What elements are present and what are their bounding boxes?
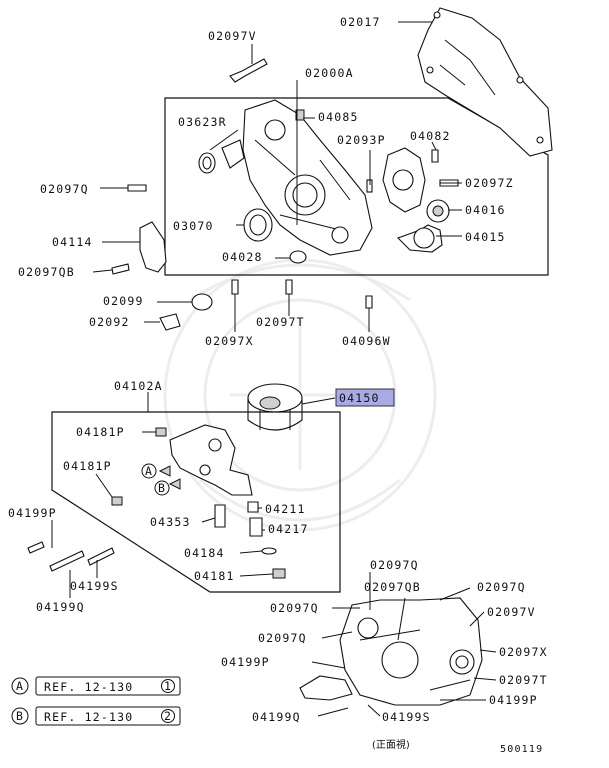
label-04102A[interactable]: 04102A	[114, 379, 163, 393]
label-04217[interactable]: 04217	[268, 522, 309, 536]
bolt-04199Q-part	[49, 550, 85, 572]
label-02093P[interactable]: 02093P	[337, 133, 386, 147]
oil-pump-assembly-box	[51, 411, 341, 593]
label-04015[interactable]: 04015	[465, 230, 506, 244]
label-04096W[interactable]: 04096W	[342, 334, 391, 348]
bolt-04082-part	[431, 149, 439, 163]
label-04199Q-b[interactable]: 04199Q	[252, 710, 301, 724]
label-02097Q-left[interactable]: 02097Q	[40, 182, 89, 196]
label-02097X-b[interactable]: 02097X	[499, 645, 548, 659]
upper-assembly-group	[164, 7, 553, 276]
plug-04181-part	[272, 568, 286, 579]
bolt-02097QB-part	[111, 263, 130, 275]
plug-04181P-part	[155, 427, 167, 437]
label-02000A[interactable]: 02000A	[305, 66, 354, 80]
ref-B-num-circle	[161, 709, 175, 723]
figure-id: 500119	[500, 744, 543, 755]
ref-A-letter: A	[16, 679, 24, 693]
plunger-04211-part	[247, 501, 259, 513]
label-04199P-b2[interactable]: 04199P	[489, 693, 538, 707]
ref-A-box[interactable]	[35, 676, 181, 696]
label-03070[interactable]: 03070	[173, 219, 214, 233]
label-02097QB-b[interactable]: 02097QB	[364, 580, 421, 594]
label-04211[interactable]: 04211	[265, 502, 306, 516]
valve-04353-part	[214, 504, 226, 528]
label-04199S-left[interactable]: 04199S	[70, 579, 119, 593]
gasket-02092-part	[159, 313, 181, 331]
label-02097Q-b4[interactable]: 02097Q	[258, 631, 307, 645]
marker-A-circle	[141, 463, 157, 479]
label-02092[interactable]: 02092	[89, 315, 130, 329]
highlight-04150	[335, 388, 395, 407]
oil-filter-04150-part	[247, 383, 303, 431]
plate-04114-part	[139, 221, 167, 273]
label-04199P-left[interactable]: 04199P	[8, 506, 57, 520]
front-view-group	[299, 597, 483, 706]
oil-pump-assembly-group	[51, 411, 341, 593]
label-02097Z[interactable]: 02097Z	[465, 176, 514, 190]
bolt-02097Q-part	[127, 184, 147, 192]
o-ring-04028-part	[289, 250, 307, 264]
label-02097V-b[interactable]: 02097V	[487, 605, 536, 619]
ref-B-letter: B	[16, 709, 24, 723]
part-labels: 02097V 02017 02000A 03623R 04085 02093P …	[8, 15, 548, 724]
label-04028[interactable]: 04028	[222, 250, 263, 264]
o-ring-02099-part	[191, 293, 213, 311]
label-03623R[interactable]: 03623R	[178, 115, 227, 129]
label-04016[interactable]: 04016	[465, 203, 506, 217]
label-04184[interactable]: 04184	[184, 546, 225, 560]
label-04114[interactable]: 04114	[52, 235, 93, 249]
bolt-02097X-part	[231, 279, 239, 295]
label-04353[interactable]: 04353	[150, 515, 191, 529]
label-04150[interactable]: 04150	[339, 391, 380, 405]
label-04199P-b1[interactable]: 04199P	[221, 655, 270, 669]
marker-B-circle	[154, 480, 170, 496]
spring-04217-part	[249, 517, 263, 537]
label-02097Q-b3[interactable]: 02097Q	[270, 601, 319, 615]
reference-legend: A REF. 12-130 1 B REF. 12-130 2	[11, 676, 181, 726]
oil-pump-housing-part	[169, 424, 253, 496]
ref-B-num: 2	[164, 709, 172, 723]
bolt-02097V-part	[229, 58, 268, 83]
label-02097T-b[interactable]: 02097T	[499, 673, 548, 687]
label-04181[interactable]: 04181	[194, 569, 235, 583]
leader-lines	[51, 21, 497, 717]
label-02097V-top[interactable]: 02097V	[208, 29, 257, 43]
label-02097Q-b1[interactable]: 02097Q	[370, 558, 419, 572]
bolt-04096W-part	[365, 295, 373, 309]
bolt-04199S-part	[87, 547, 115, 566]
label-02097T-mid[interactable]: 02097T	[256, 315, 305, 329]
label-04181P-b[interactable]: 04181P	[63, 459, 112, 473]
label-02097Q-b2[interactable]: 02097Q	[477, 580, 526, 594]
ref-A-num: 1	[164, 679, 172, 693]
label-04085[interactable]: 04085	[318, 110, 359, 124]
ref-A-text: REF. 12-130	[44, 680, 133, 694]
label-02017[interactable]: 02017	[340, 15, 381, 29]
label-04181P-a[interactable]: 04181P	[76, 425, 125, 439]
label-02099[interactable]: 02099	[103, 294, 144, 308]
label-04082[interactable]: 04082	[410, 129, 451, 143]
ref-B-text: REF. 12-130	[44, 710, 133, 724]
label-04199Q-left[interactable]: 04199Q	[36, 600, 85, 614]
label-02097QB-left[interactable]: 02097QB	[18, 265, 75, 279]
bolt-02097T-part	[285, 279, 293, 295]
ref-A-letter-circle	[11, 677, 29, 695]
label-02097X-mid[interactable]: 02097X	[205, 334, 254, 348]
front-view-caption: (正面視)	[372, 738, 410, 751]
plug-04085-part	[295, 109, 305, 121]
marker-B-text: B	[158, 481, 166, 495]
label-04199S-b[interactable]: 04199S	[382, 710, 431, 724]
marker-A-text: A	[145, 464, 153, 478]
bolt-04199P-part	[27, 541, 45, 554]
gasket-04184-part	[261, 547, 277, 555]
plug-04181P-b-part	[111, 496, 123, 506]
ref-A-num-circle	[161, 679, 175, 693]
ref-B-box[interactable]	[35, 706, 181, 726]
ref-B-letter-circle	[11, 707, 29, 725]
